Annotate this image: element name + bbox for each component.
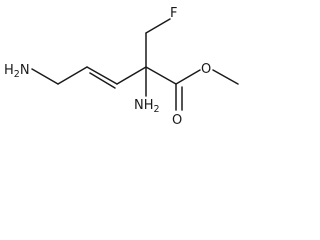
bond-o-ch3 — [212, 69, 239, 85]
atom-labels: H2N F NH2 O O — [4, 6, 211, 128]
atom-fluorine: F — [170, 6, 177, 21]
molecule-structure: H2N F NH2 O O — [4, 6, 239, 128]
bond-cq-carbonyl — [145, 66, 177, 85]
bond-alkene-outer — [86, 66, 118, 85]
bonds — [31, 18, 239, 111]
bond-n-ch2 — [31, 68, 59, 85]
bond-alkene-inner — [89, 72, 116, 89]
bond-ch2-ch — [57, 66, 88, 85]
bond-c-o-ester — [175, 69, 201, 85]
bond-ch-cq — [116, 66, 147, 85]
bond-ch2-f — [145, 18, 171, 34]
atom-amine-center: NH2 — [134, 98, 160, 115]
atom-carbonyl-oxygen: O — [172, 113, 182, 128]
atom-amine-left: H2N — [4, 63, 30, 80]
atom-ester-oxygen: O — [201, 62, 211, 77]
